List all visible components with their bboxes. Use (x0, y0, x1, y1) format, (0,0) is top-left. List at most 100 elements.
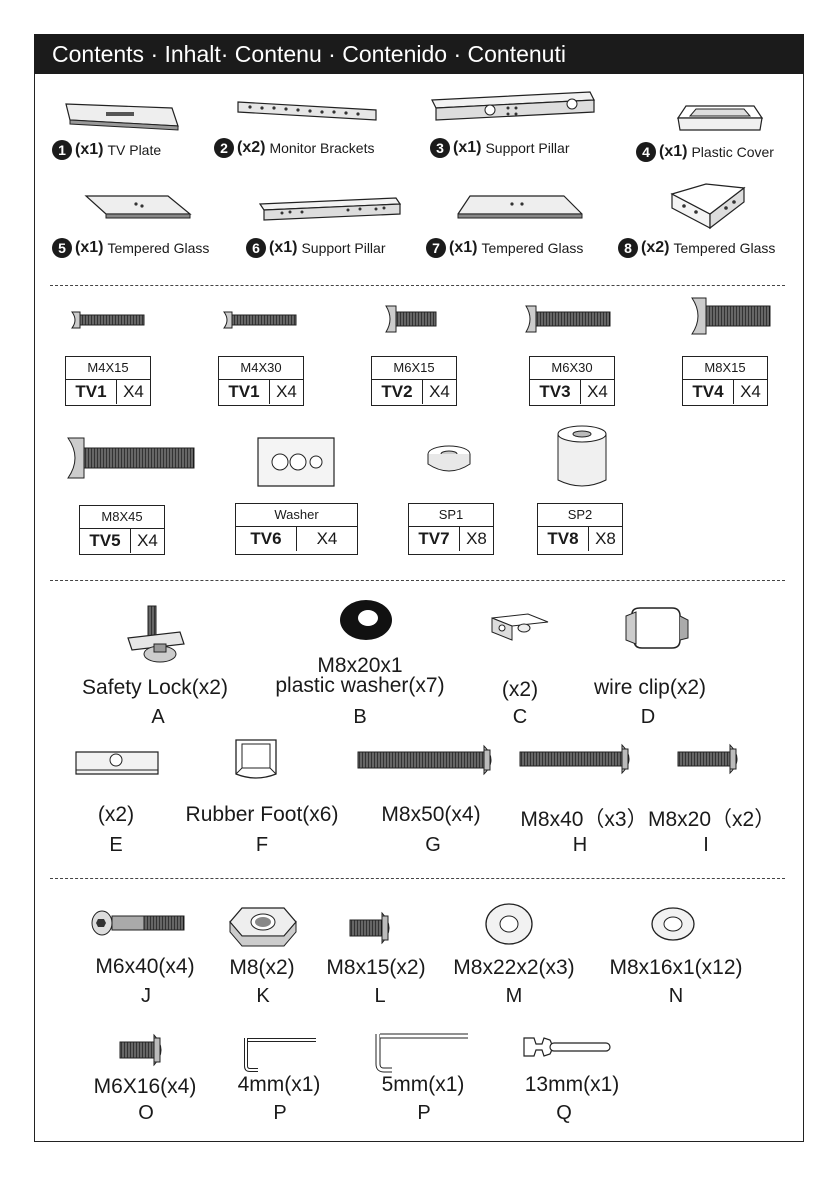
safety-lock-icon (127, 605, 185, 663)
part-qty: (x1) (449, 239, 478, 256)
bolt-icon (119, 1033, 162, 1067)
hardware-count: X4 (316, 529, 338, 548)
tempered-glass-icon (84, 195, 192, 219)
part-number-badge: 4 (636, 142, 656, 162)
hardware-count: X4 (429, 382, 450, 401)
bolt-icon (519, 743, 630, 775)
allen-key-icon (244, 1038, 316, 1072)
hardware-count: X8 (595, 529, 616, 548)
plastic-cover-icon (676, 105, 764, 131)
part-number-badge: 6 (246, 238, 266, 258)
spacer-icon (427, 445, 471, 472)
tool-label-p-5mm: 5mm(x1) (381, 1073, 465, 1096)
wire-clip-icon (625, 607, 689, 649)
tool-letter-p-4mm: P (273, 1102, 287, 1124)
hardware-letter-i: I (703, 834, 709, 856)
part-label-2: 2 (x2) Monitor Brackets (214, 138, 375, 158)
part-name: Tempered Glass (107, 240, 210, 256)
tempered-glass-icon (457, 195, 583, 219)
hardware-letter-h: H (572, 834, 588, 856)
section-divider (50, 580, 785, 581)
screw-icon (691, 297, 771, 335)
tool-letter-p-5mm: P (417, 1102, 431, 1124)
hardware-label-k: M8(x2) (229, 956, 295, 979)
hardware-count: X4 (137, 531, 158, 550)
hardware-label-l: M8x15(x2) (326, 956, 426, 979)
hardware-label-m: M8x22x2(x3) (453, 956, 575, 979)
hex-bolt-icon (91, 910, 185, 936)
hardware-spec: SP1 (409, 504, 493, 527)
part-label-4: 4 (x1) Plastic Cover (636, 142, 774, 162)
hardware-label-e: (x2) (97, 803, 135, 826)
section-divider (50, 285, 785, 286)
hardware-label-b: plastic washer(x7) (275, 674, 445, 697)
hardware-code: TV1 (219, 380, 270, 404)
hardware-label-d: wire clip(x2) (593, 676, 706, 699)
part-qty: (x1) (659, 143, 688, 160)
hardware-label-b-top: M8x20x1 (317, 654, 403, 677)
hardware-count: X4 (587, 382, 608, 401)
hardware-spec: M6X15 (372, 357, 456, 380)
part-label-3: 3 (x1) Support Pillar (430, 138, 570, 158)
part-name: Support Pillar (301, 240, 386, 256)
part-number-badge: 2 (214, 138, 234, 158)
hardware-spec: Washer (236, 504, 357, 527)
part-qty: (x1) (453, 139, 482, 156)
hardware-label-g: M8x50(x4) (381, 803, 481, 826)
hex-nut-icon (229, 907, 297, 947)
hardware-label-i: M8x20（x2） (648, 808, 776, 831)
screw-icon (67, 437, 195, 479)
hardware-spec: M8X45 (80, 506, 164, 529)
hardware-letter-b: B (353, 706, 367, 728)
hardware-code: TV3 (530, 380, 581, 404)
hardware-letter-g: G (425, 834, 441, 856)
part-label-7: 7 (x1) Tempered Glass (426, 238, 583, 258)
bolt-icon (357, 744, 492, 776)
plastic-washer-icon (340, 600, 392, 640)
part-name: Monitor Brackets (269, 140, 375, 156)
tv-plate-icon (65, 103, 179, 131)
allen-key-icon (375, 1033, 468, 1073)
hardware-count: X4 (740, 382, 761, 401)
part-name: Support Pillar (485, 140, 570, 156)
hardware-label-a: Safety Lock(x2) (82, 676, 228, 699)
tool-letter-q: Q (556, 1102, 572, 1124)
wrench-icon (523, 1037, 611, 1057)
hardware-letter-d: D (640, 706, 656, 728)
part-name: TV Plate (107, 142, 162, 158)
hardware-spec: M4X15 (66, 357, 150, 380)
part-number-badge: 3 (430, 138, 450, 158)
hardware-spec: M8X15 (683, 357, 767, 380)
support-pillar-icon (258, 197, 402, 221)
washer-icon (485, 903, 533, 945)
part-qty: (x2) (641, 239, 670, 256)
hardware-code: TV1 (66, 380, 117, 404)
section-divider (50, 878, 785, 879)
part-number-badge: 5 (52, 238, 72, 258)
clamp-icon (491, 613, 549, 641)
hardware-code: TV7 (409, 527, 460, 551)
hardware-spec: M4X30 (219, 357, 303, 380)
corner-bracket-icon (670, 183, 746, 230)
hardware-letter-j: J (141, 985, 151, 1007)
hardware-letter-n: N (668, 985, 684, 1007)
hardware-code: TV6 (236, 527, 297, 551)
bolt-icon (349, 911, 390, 945)
screw-icon (71, 311, 145, 329)
part-name: Plastic Cover (691, 144, 774, 160)
part-number-badge: 1 (52, 140, 72, 160)
part-number-badge: 7 (426, 238, 446, 258)
tool-letter-o: O (138, 1102, 154, 1124)
tool-label-q: 13mm(x1) (524, 1073, 620, 1096)
washer-plate-icon (257, 437, 335, 487)
hardware-box-tv2: M6X15 TV2 X4 (371, 356, 457, 406)
page-title: Contents · Inhalt· Contenu · Contenido ·… (34, 34, 804, 74)
screw-icon (385, 305, 437, 333)
hardware-code: TV8 (538, 527, 589, 551)
hardware-code: TV2 (372, 380, 423, 404)
